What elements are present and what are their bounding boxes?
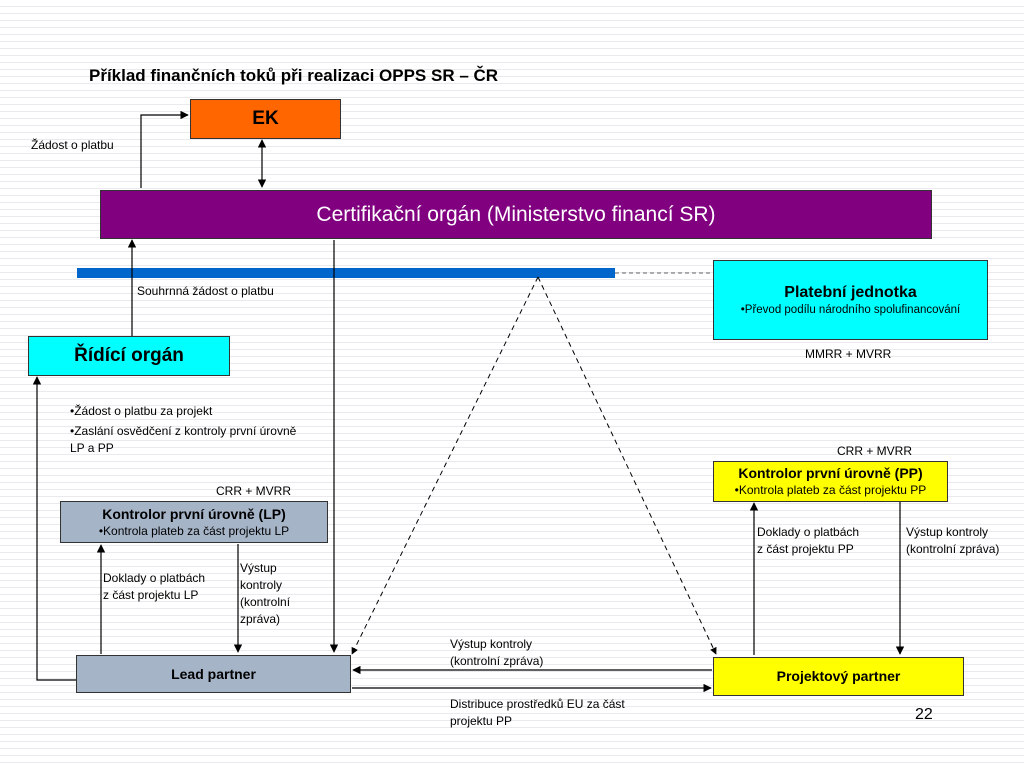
kontrolor-lp-box: Kontrolor první úrovně (LP) •Kontrola pl… [60,501,328,543]
lead-partner-label: Lead partner [171,666,256,682]
kontrolor-pp-box: Kontrolor první úrovně (PP) •Kontrola pl… [713,461,948,502]
kontrolor-lp-bullet: •Kontrola plateb za část projektu LP [98,524,290,538]
platebni-jednotka-label: Platební jednotka [784,284,917,301]
label-distribuce: Distribuce prostředků EU za část projekt… [450,697,625,728]
kontrolor-pp-bullet: •Kontrola plateb za část projektu PP [734,483,927,497]
slide-title: Příklad finančních toků při realizaci OP… [89,66,499,85]
dashed-arrow-to-projektovy [537,276,717,655]
label-vystup-lp: Výstup kontroly (kontrolní zpráva) [240,561,291,626]
note-zaslani-osvedceni: •Zaslání osvědčení z kontroly první úrov… [70,424,297,455]
label-doklady-lp: Doklady o platbách z část projektu LP [103,571,206,602]
ridici-organ-notes: •Žádost o platbu za projekt •Zaslání osv… [70,403,310,457]
label-vystup-pp: Výstup kontroly (kontrolní zpráva) [906,525,1000,556]
note-zadost-za-projekt: •Žádost o platbu za projekt [70,404,213,418]
label-mmrr-mvrr: MMRR + MVRR [805,347,892,361]
certifikacni-organ-box: Certifikační orgán (Ministerstvo financí… [100,190,932,239]
ridici-organ-label: Řídící orgán [74,345,184,366]
label-zadost-o-platbu: Žádost o platbu [31,138,114,152]
certifikacni-organ-label: Certifikační orgán (Ministerstvo financí… [316,203,716,226]
kontrolor-lp-label: Kontrolor první úrovně (LP) [102,506,286,522]
ek-label: EK [252,108,279,129]
label-crr-mvrr-pp: CRR + MVRR [837,444,913,458]
blue-separator-bar [77,268,615,278]
dashed-arrow-to-lead [351,276,539,655]
label-crr-mvrr-lp: CRR + MVRR [216,484,292,498]
projektovy-partner-box: Projektový partner [713,657,964,696]
label-vystup-mid: Výstup kontroly (kontrolní zpráva) [450,637,544,668]
label-souhrnna-zadost: Souhrnná žádost o platbu [137,284,274,298]
lead-partner-box: Lead partner [76,655,351,693]
page-number: 22 [915,706,933,723]
platebni-jednotka-bullet: •Převod podílu národního spolufinancován… [740,304,961,316]
ek-box: EK [190,99,341,139]
kontrolor-pp-label: Kontrolor první úrovně (PP) [738,465,923,481]
projektovy-partner-label: Projektový partner [776,668,901,684]
label-doklady-pp: Doklady o platbách z část projektu PP [757,525,860,556]
arrow-lead-to-ridici [32,376,76,681]
platebni-jednotka-box: Platební jednotka •Převod podílu národní… [713,260,988,340]
ridici-organ-box: Řídící orgán [28,336,230,376]
arrow-zadost-to-ek [140,110,189,188]
